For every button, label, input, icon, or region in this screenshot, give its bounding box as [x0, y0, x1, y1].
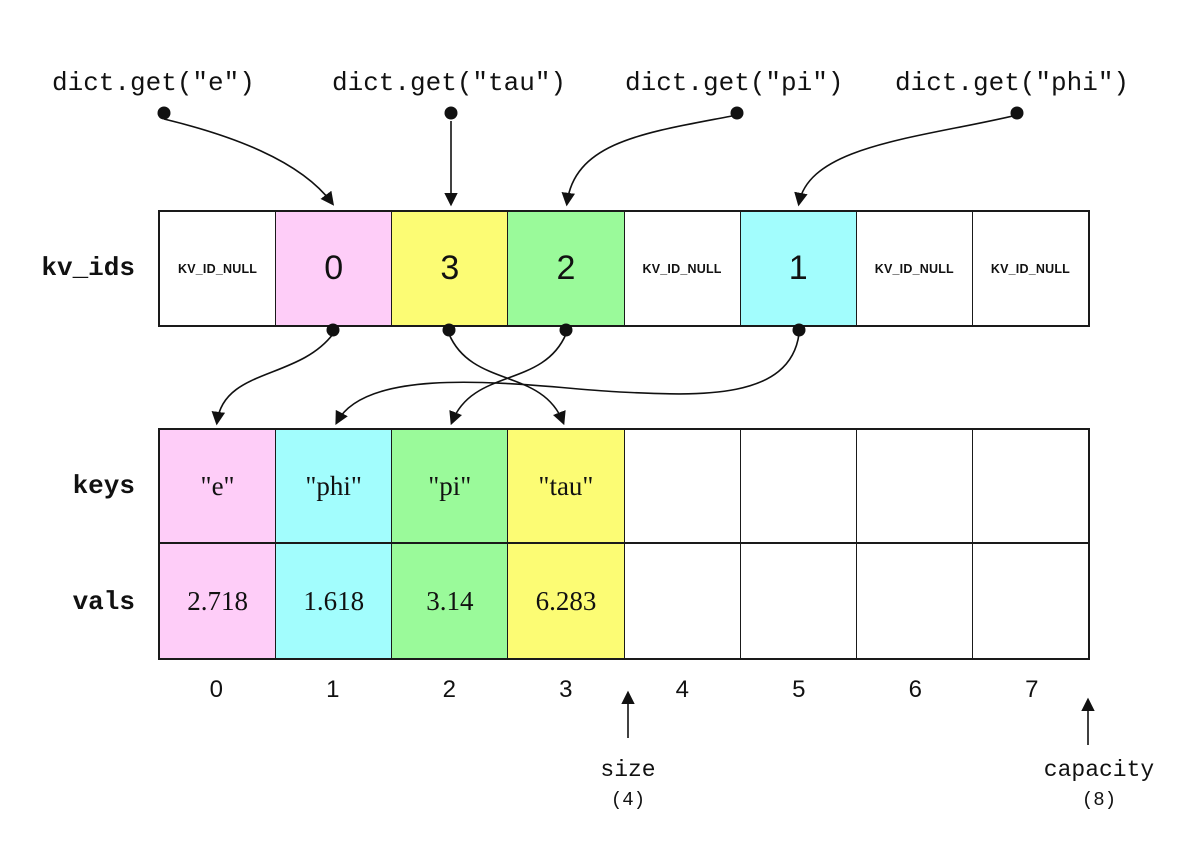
- keys-row-label: keys: [72, 471, 135, 501]
- kv-ids-cell-3: 2: [507, 212, 624, 325]
- kv-ids-cell-2: 3: [391, 212, 508, 325]
- vals-array: 2.718 1.618 3.14 6.283: [158, 544, 1090, 660]
- kv-ids-cell-0: KV_ID_NULL: [160, 212, 276, 325]
- dot-dict-get-tau: [444, 106, 458, 120]
- dot-dict-get-e: [157, 106, 171, 120]
- dict-get-pi-label: dict.get("pi"): [625, 68, 844, 98]
- kv-ids-row-label: kv_ids: [41, 253, 135, 283]
- vals-cell-6: [855, 544, 972, 658]
- vals-cell-2: 3.14: [391, 544, 508, 658]
- size-value: (4): [610, 789, 646, 811]
- keys-cell-5: [739, 430, 856, 542]
- kv-ids-cell-5: 1: [739, 212, 856, 325]
- arrow-slot-2-to-key-3: [448, 333, 566, 426]
- size-label: size: [600, 757, 656, 783]
- keys-cell-4: [623, 430, 740, 542]
- keys-cell-6: [855, 430, 972, 542]
- kv-ids-cell-6: KV_ID_NULL: [855, 212, 972, 325]
- kv-ids-cell-4: KV_ID_NULL: [623, 212, 740, 325]
- capacity-value: (8): [1081, 789, 1117, 811]
- vals-row-label: vals: [72, 587, 135, 617]
- index-label-3: 3: [559, 676, 573, 703]
- index-label-2: 2: [442, 676, 456, 703]
- vals-cell-5: [739, 544, 856, 658]
- kv-ids-array: KV_ID_NULL 0 3 2 KV_ID_NULL 1 KV_ID_NULL…: [158, 210, 1090, 327]
- arrow-slot-1-to-key-0: [211, 333, 334, 426]
- capacity-label: capacity: [1043, 757, 1155, 783]
- keys-cell-2: "pi": [391, 430, 508, 542]
- index-label-0: 0: [209, 676, 223, 703]
- vals-cell-3: 6.283: [507, 544, 624, 658]
- kv-ids-cell-1: 0: [275, 212, 392, 325]
- dict-get-tau-label: dict.get("tau"): [332, 68, 567, 98]
- arrow-slot-5-to-key-1: [335, 333, 800, 425]
- vals-cell-4: [623, 544, 740, 658]
- vals-cell-0: 2.718: [160, 544, 276, 658]
- keys-cell-0: "e": [160, 430, 276, 542]
- dict-get-e-label: dict.get("e"): [52, 68, 255, 98]
- dict-get-phi-label: dict.get("phi"): [895, 68, 1130, 98]
- keys-cell-3: "tau": [507, 430, 624, 542]
- vals-cell-1: 1.618: [275, 544, 392, 658]
- index-label-5: 5: [792, 676, 806, 703]
- arrow-dict-get-pi-to-slot-3: [561, 114, 738, 207]
- index-label-1: 1: [326, 676, 340, 703]
- slot-index-labels: 0 1 2 3 4 5 6 7: [158, 678, 1090, 702]
- keys-array: "e" "phi" "pi" "tau": [158, 428, 1090, 544]
- index-label-6: 6: [908, 676, 922, 703]
- vals-cell-7: [971, 544, 1088, 658]
- dot-dict-get-pi: [730, 106, 744, 120]
- index-label-4: 4: [675, 676, 689, 703]
- arrow-slot-3-to-key-2: [449, 333, 567, 426]
- arrow-dict-get-e-to-slot-1: [163, 118, 335, 206]
- dot-dict-get-phi: [1010, 106, 1024, 120]
- arrow-dict-get-phi-to-slot-5: [794, 114, 1018, 207]
- keys-cell-7: [971, 430, 1088, 542]
- index-label-7: 7: [1025, 676, 1039, 703]
- kv-ids-cell-7: KV_ID_NULL: [971, 212, 1088, 325]
- keys-cell-1: "phi": [275, 430, 392, 542]
